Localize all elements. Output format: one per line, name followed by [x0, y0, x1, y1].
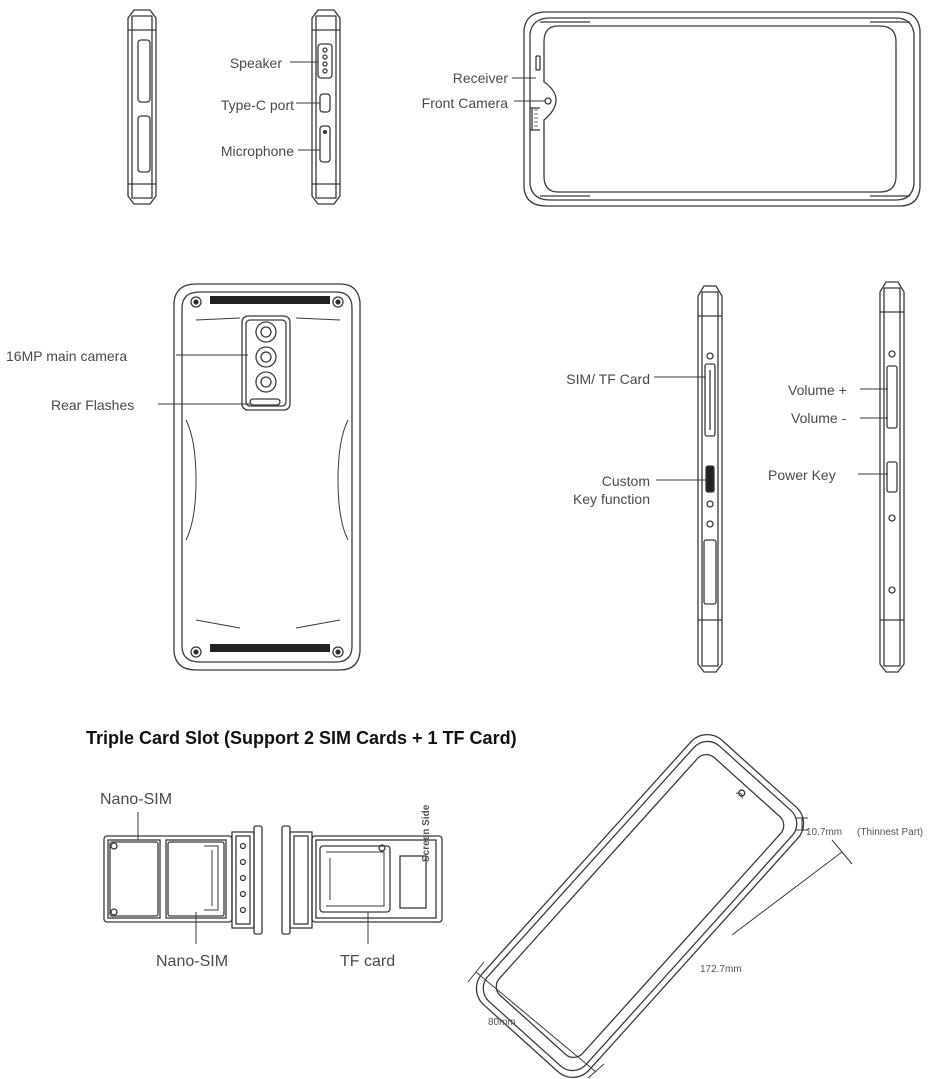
tilted-phone: [475, 733, 805, 1079]
power-key: [886, 461, 898, 493]
dimension-width: 80mm: [488, 1017, 516, 1028]
label-custom: Custom: [601, 473, 650, 489]
label-receiver: Receiver: [452, 70, 508, 86]
label-sim-tf-card: SIM/ TF Card: [566, 371, 650, 387]
label-volume-minus: Volume -: [791, 410, 847, 426]
volume-rocker: [886, 365, 898, 429]
label-microphone: Microphone: [220, 143, 294, 159]
side-view-left: [127, 9, 157, 205]
label-type-c-port: Type-C port: [220, 97, 294, 113]
camera-module: [241, 315, 291, 411]
bottom-edge-view: [311, 9, 341, 205]
dimension-thickness-note: (Thinnest Part): [857, 827, 924, 838]
label-key-function: Key function: [572, 491, 650, 507]
microphone-hole: [319, 125, 331, 163]
sim-tray-right: [281, 825, 443, 935]
label-rear-flashes: Rear Flashes: [51, 397, 135, 413]
flash: [249, 398, 281, 406]
side-view-buttons: [879, 281, 905, 673]
label-volume-plus: Volume +: [788, 382, 847, 398]
speaker-grille: [317, 43, 333, 79]
label-front-camera: Front Camera: [421, 95, 508, 111]
label-power-key: Power Key: [768, 467, 836, 483]
dimension-thickness: 10.7mm: [806, 827, 843, 838]
label-speaker: Speaker: [229, 55, 282, 71]
label-tf-card: TF card: [340, 953, 396, 970]
label-nano-sim-bottom: Nano-SIM: [156, 953, 229, 970]
sim-tray-left: [103, 825, 263, 935]
front-view-landscape: [523, 11, 921, 207]
label-nano-sim-top: Nano-SIM: [100, 791, 173, 808]
label-screen-side: Screen Side: [421, 804, 432, 862]
side-view-sim: [697, 285, 723, 673]
rear-view: [173, 283, 361, 671]
dimension-length: 172.7mm: [700, 964, 742, 975]
label-main-camera: 16MP main camera: [6, 348, 128, 364]
section-title: Triple Card Slot (Support 2 SIM Cards + …: [86, 728, 517, 748]
usb-c-port: [319, 93, 331, 113]
dimension-lines: [467, 817, 853, 1079]
